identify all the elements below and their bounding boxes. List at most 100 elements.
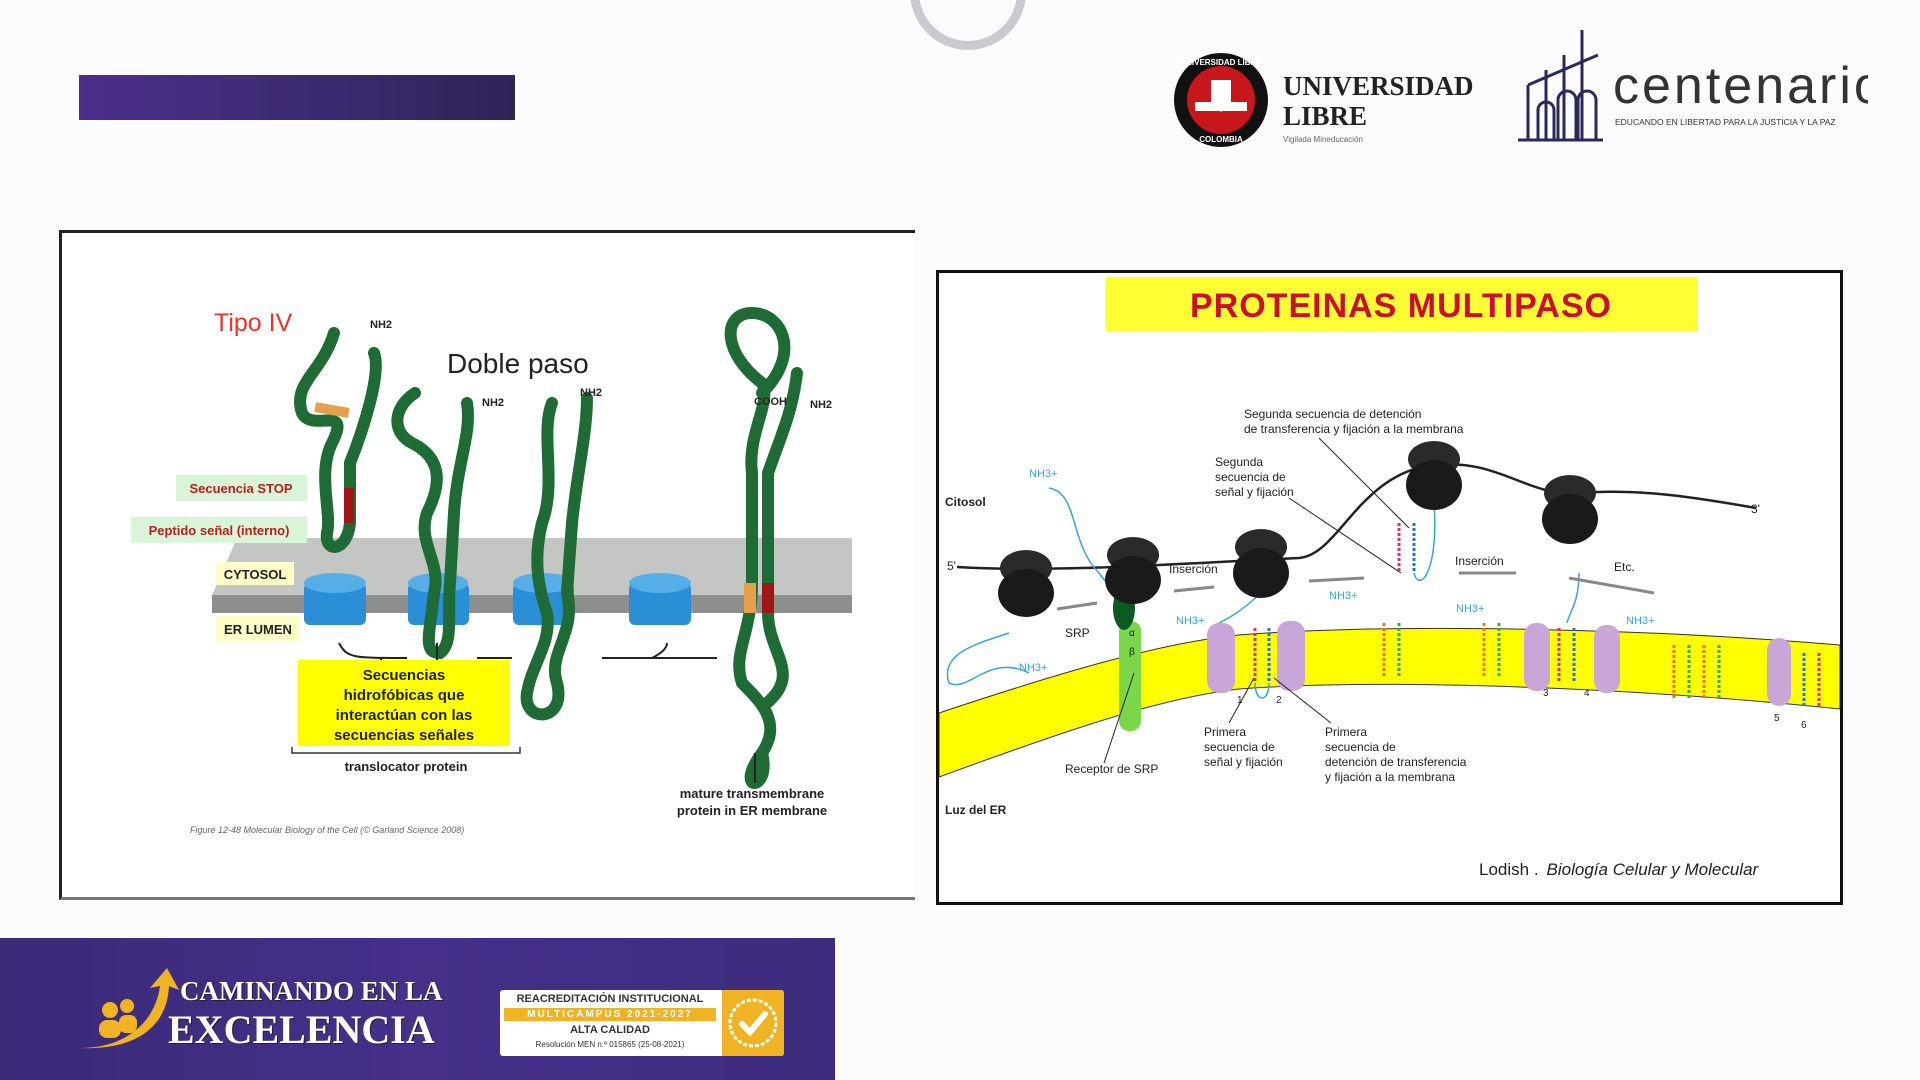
transmembrane-helices [1253,523,1821,708]
ribosomes [998,441,1598,617]
figure-title: Doble paso [447,348,589,379]
universidad-libre-logo: UNIVERSIDAD LIBRE COLOMBIA UNIVERSIDAD L… [1173,50,1483,150]
centenario-building-icon [1518,30,1603,142]
citation: Lodish .Biología Celular y Molecular [1479,860,1760,879]
label-leader-lines [1103,437,1410,764]
protein-chains [294,306,803,789]
header-accent-bar [79,75,515,120]
primera-deteccion-line-3: detención de transferencia [1325,755,1467,769]
segunda-deteccion-line-1: Segunda secuencia de detención [1244,407,1421,421]
checkmark-seal-icon [728,998,778,1048]
nh2-label-3: NH2 [580,387,602,399]
badge-line-4: Resolución MEN n.º 015865 (25-08-2021) [535,1040,685,1049]
segunda-senal-line-3: señal y fijación [1215,485,1294,499]
process-arrows [1056,571,1655,611]
callout-line-4: secuencias señales [334,727,474,744]
nh2-label-1: NH2 [370,319,392,331]
nh3-label-4: NH3+ [1329,590,1357,602]
cytosol-label: CYTOSOL [224,567,287,582]
translocator-bracket [291,747,521,754]
badge-seal [722,990,784,1056]
decorative-circle [910,0,1026,50]
translocons [1207,621,1791,706]
nh2-label-4: NH2 [810,399,832,411]
ribosome-1 [998,550,1054,617]
stop-label-box [176,475,307,501]
primera-deteccion-line-2: secuencia de [1325,740,1396,754]
insercion-label-1: Inserción [1169,562,1218,576]
nh2-label-2: NH2 [482,397,504,409]
cytosol-label-box [216,562,294,585]
beta-label: β [1129,647,1135,658]
accreditation-badge: REACREDITACIÓN INSTITUCIONAL MULTICAMPUS… [500,990,784,1056]
rising-arrow-people-icon [80,968,179,1049]
badge-line-3: ALTA CALIDAD [570,1024,650,1036]
segunda-deteccion-line-2: de transferencia y fijación a la membran… [1244,422,1464,436]
ribosome-5 [1542,475,1598,544]
signal-peptide-segment [344,488,354,523]
insercion-label-2: Inserción [1455,554,1504,568]
callout-line-2: hidrofóbicas que [344,687,465,704]
figure-title: PROTEINAS MULTIPASO [1190,287,1612,325]
logo-tagline: Vigilada Mineducación [1283,135,1363,144]
nh3-label-3: NH3+ [1176,615,1204,627]
mature-label-2: protein in ER membrane [677,803,827,818]
hydrophobic-callout [298,660,510,746]
protein-stage-3 [520,392,593,721]
helix-number-2: 2 [1276,695,1282,706]
mature-label-1: mature transmembrane [680,786,825,801]
ribosome-2 [1105,537,1161,604]
primera-senal-line-2: secuencia de [1204,740,1275,754]
er-lumen-label: ER LUMEN [224,622,292,637]
callout-line-1: Secuencias [363,667,446,684]
translocator-1 [304,573,366,625]
figure-caption: Figure 12-48 Molecular Biology of the Ce… [190,825,464,835]
er-lumen-label-box [216,616,300,641]
logo-line2: LIBRE [1283,101,1367,131]
three-prime-label: 3' [1751,502,1760,516]
signal-label: Peptido señal (interno) [149,523,290,538]
five-prime-label: 5' [947,559,956,573]
centenario-tagline: EDUCANDO EN LIBERTAD PARA LA JUSTICIA Y … [1615,117,1836,127]
segunda-senal-line-2: secuencia de [1215,470,1286,484]
mature-signal-segment [762,583,774,613]
etc-label: Etc. [1614,560,1635,574]
segunda-senal-line-1: Segunda [1215,455,1263,469]
slogan-line-2: EXCELENCIA [168,1007,435,1052]
badge-line-1: REACREDITACIÓN INSTITUCIONAL [516,993,704,1005]
signal-label-box [131,517,307,543]
helix-number-5: 5 [1774,713,1780,724]
receptor-srp-label: Receptor de SRP [1065,762,1158,776]
luz-er-label: Luz del ER [945,803,1007,817]
helix-number-4: 4 [1584,688,1590,699]
footer-banner: CAMINANDO EN LA EXCELENCIA REACREDITACIÓ… [0,938,835,1080]
nh3-label-6: NH3+ [1626,615,1654,627]
slogan-line-1: CAMINANDO EN LA [180,976,443,1006]
left-figure-doble-paso: Tipo IV Doble paso NH2 NH2 NH2 COOH NH2 … [59,230,915,900]
translocator-label: translocator protein [345,759,468,774]
stop-sequence-segment [314,402,350,418]
cooh-label: COOH [754,396,787,408]
alpha-label: α [1129,628,1135,639]
right-figure-proteinas-multipaso: PROTEINAS MULTIPASO [936,270,1843,905]
ribosome-4 [1406,441,1462,510]
nh3-label-2: NH3+ [1019,662,1047,674]
nh3-label-1: NH3+ [1029,468,1057,480]
srp-receptor [1119,621,1141,731]
centenario-logo: centenario EDUCANDO EN LIBERTAD PARA LA … [1518,25,1883,150]
logo-line1: UNIVERSIDAD [1283,71,1474,101]
helix-number-1: 1 [1237,695,1243,706]
helix-number-6: 6 [1801,720,1807,731]
type-label: Tipo IV [214,309,293,337]
primera-senal-line-1: Primera [1204,725,1246,739]
protein-stage-1 [294,327,382,553]
badge-line-2: MULTICAMPUS 2021-2027 [504,1008,716,1021]
title-box [1106,277,1697,331]
primera-deteccion-line-1: Primera [1325,725,1367,739]
citosol-label: Citosol [945,495,986,509]
translocator-4 [629,573,691,625]
citation-title: Biología Celular y Molecular [1547,860,1760,879]
helix-number-3: 3 [1543,688,1549,699]
srp-label: SRP [1065,626,1090,640]
centenario-title: centenario [1613,57,1868,115]
